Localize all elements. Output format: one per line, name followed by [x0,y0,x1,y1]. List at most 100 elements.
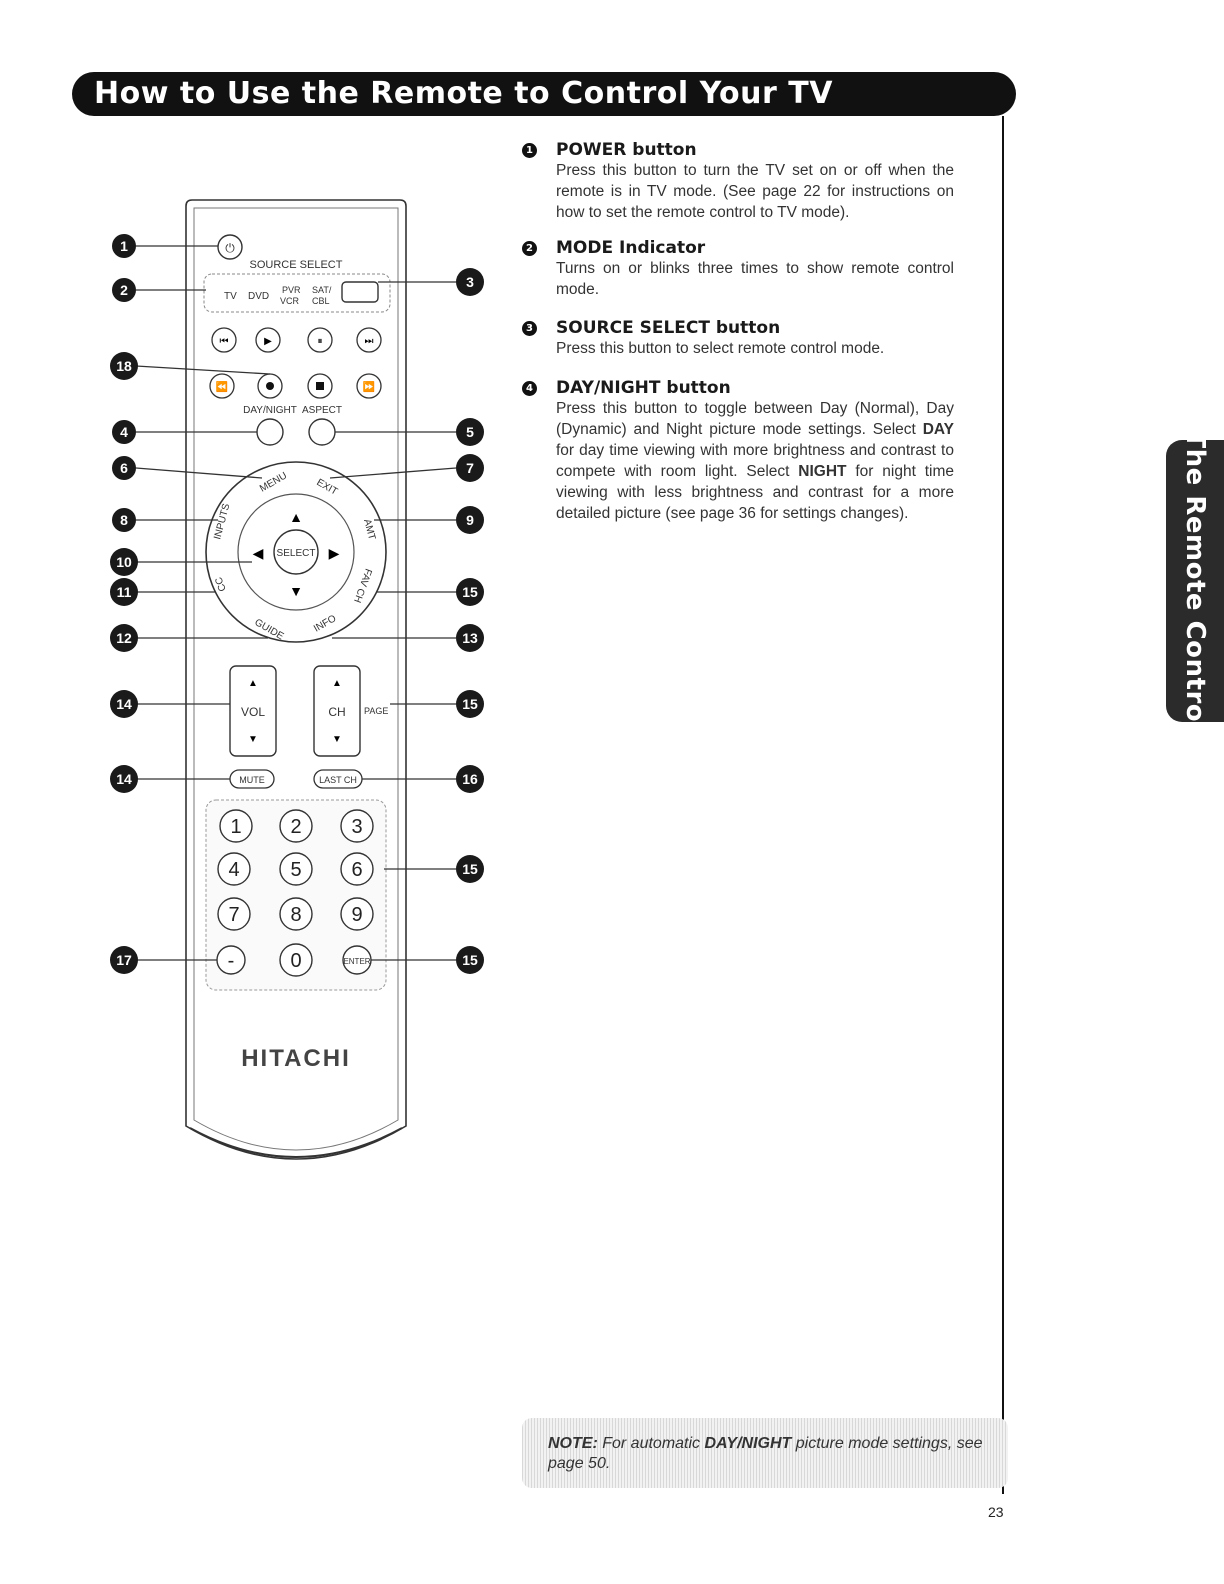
svg-text:14: 14 [116,771,132,787]
svg-text:▼: ▼ [248,734,258,745]
svg-text:16: 16 [462,771,478,787]
desc-number: 2 [522,241,537,256]
column-divider [1002,116,1004,1494]
svg-text:2: 2 [290,816,301,838]
svg-text:LAST CH: LAST CH [319,775,357,785]
desc-day-night: 4 DAY/NIGHT button Press this button to … [522,378,954,524]
remote-illustration: ⏻ SOURCE SELECT TV DVD PVR VCR SAT/ CBL … [110,199,484,1160]
desc-mode-indicator: 2 MODE Indicator Turns on or blinks thre… [522,238,954,300]
desc-title: DAY/NIGHT button [556,378,731,398]
svg-text:3: 3 [466,274,474,290]
svg-text:-: - [228,950,235,972]
section-tab[interactable]: The Remote Control [1166,430,1224,732]
select-button [273,529,319,575]
aspect-button [308,418,336,446]
desc-power: 1 POWER button Press this button to turn… [522,140,954,223]
volume-rocker [229,665,277,757]
svg-text:14: 14 [116,696,132,712]
day-night-button [256,418,284,446]
source-select-label: SOURCE SELECT [250,259,343,271]
svg-text:⏭: ⏭ [365,336,374,347]
svg-text:▶: ▶ [329,545,340,561]
source-select-button [341,281,379,303]
desc-title: SOURCE SELECT button [556,318,781,338]
svg-text:11: 11 [117,584,132,600]
day-night-label: DAY/NIGHT [243,405,297,416]
svg-text:SELECT: SELECT [277,548,316,559]
svg-text:⏻: ⏻ [225,241,235,255]
power-button [217,234,243,260]
transport-row-1 [211,327,382,353]
svg-text:1: 1 [230,816,241,838]
svg-text:SAT/: SAT/ [312,285,332,295]
svg-text:15: 15 [462,861,478,877]
svg-text:8: 8 [290,904,301,926]
callout-badges [110,234,484,974]
desc-number: 1 [522,143,537,158]
keypad-area [205,799,387,991]
svg-text:10: 10 [116,554,132,570]
desc-number: 4 [522,381,537,396]
svg-text:5: 5 [290,859,301,881]
svg-text:CBL: CBL [312,296,330,306]
svg-text:▼: ▼ [332,734,342,745]
svg-text:5: 5 [466,424,474,440]
svg-text:17: 17 [116,952,132,968]
svg-text:⏩: ⏩ [363,380,375,393]
svg-text:1: 1 [120,238,128,254]
desc-source-select: 3 SOURCE SELECT button Press this button… [522,318,954,359]
svg-text:▼: ▼ [289,583,303,599]
svg-text:VOL: VOL [241,705,265,719]
note-text: NOTE: For automatic DAY/NIGHT picture mo… [548,1435,983,1472]
svg-text:⏸: ⏸ [318,336,323,347]
channel-rocker [313,665,361,757]
svg-text:◀: ◀ [253,545,264,561]
svg-text:15: 15 [462,584,478,600]
svg-text:TV: TV [224,291,237,302]
svg-text:▲: ▲ [332,678,342,689]
page-number: 23 [988,1504,1004,1520]
svg-text:8: 8 [120,512,128,528]
svg-text:9: 9 [466,512,474,528]
svg-text:PVR: PVR [282,285,301,295]
desc-number: 3 [522,321,537,336]
svg-text:13: 13 [462,630,478,646]
svg-text:▲: ▲ [289,509,303,525]
callout-lines [135,245,457,961]
svg-text:15: 15 [462,696,478,712]
desc-body: Press this button to toggle between Day … [556,400,954,522]
svg-text:CC: CC [214,575,229,592]
svg-text:7: 7 [466,460,474,476]
svg-text:7: 7 [228,904,239,926]
svg-text:ENTER: ENTER [343,957,370,966]
section-tab-label: The Remote Control [1180,430,1210,732]
keypad [216,809,374,977]
svg-text:9: 9 [351,904,362,926]
svg-text:⏮: ⏮ [220,336,229,347]
aspect-label: ASPECT [302,405,342,416]
page-label: PAGE [364,706,388,716]
brand-logo: HITACHI [241,1045,351,1072]
svg-text:12: 12 [116,630,132,646]
desc-title: POWER button [556,140,697,160]
desc-body: Press this button to turn the TV set on … [556,162,954,221]
page-title: How to Use the Remote to Control Your TV [94,76,833,111]
svg-text:4: 4 [120,424,128,440]
svg-text:DVD: DVD [248,291,269,302]
svg-text:2: 2 [120,282,128,298]
svg-text:MUTE: MUTE [239,775,265,785]
svg-text:⏪: ⏪ [216,380,228,393]
svg-text:▲: ▲ [248,678,258,689]
svg-text:CH: CH [328,705,345,719]
svg-text:AMT: AMT [361,518,377,541]
svg-text:18: 18 [116,358,132,374]
svg-text:6: 6 [120,460,128,476]
header-banner: How to Use the Remote to Control Your TV [72,72,1016,116]
desc-body: Turns on or blinks three times to show r… [556,260,954,298]
svg-text:0: 0 [290,950,301,972]
note-box: NOTE: For automatic DAY/NIGHT picture mo… [522,1418,1008,1488]
svg-text:3: 3 [351,816,362,838]
svg-text:15: 15 [462,952,478,968]
svg-text:▶: ▶ [264,336,272,347]
svg-text:4: 4 [228,859,239,881]
